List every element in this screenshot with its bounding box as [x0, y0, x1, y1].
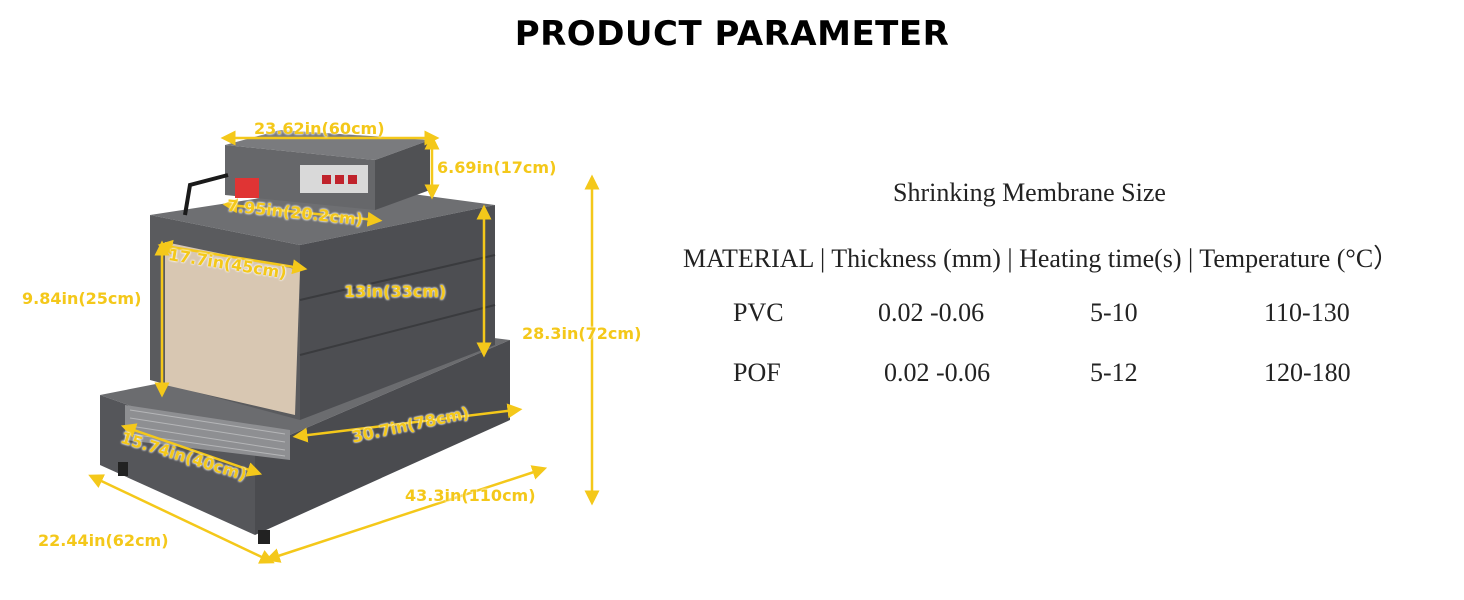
- machine-foot-left: [118, 462, 128, 476]
- power-switch: [235, 178, 259, 198]
- row-pof-heating: 5-12: [1090, 358, 1138, 387]
- dim-total-height: 28.3in(72cm): [522, 324, 642, 343]
- dim-top-width: 23.62in(60cm): [254, 119, 385, 138]
- power-cable: [183, 173, 229, 216]
- machine-body-side: [300, 205, 495, 420]
- row-pvc-temperature: 110-130: [1264, 298, 1350, 327]
- dim-tunnel-height: 9.84in(25cm): [22, 289, 142, 308]
- arrow-conveyor-length: [292, 403, 523, 443]
- control-panel: [300, 165, 368, 193]
- page-title: PRODUCT PARAMETER: [514, 14, 950, 54]
- arrow-total-width: [88, 474, 275, 564]
- arrow-top-depth: [222, 198, 383, 227]
- display-2: [335, 175, 344, 184]
- machine-foot-right: [258, 530, 270, 544]
- specs-header: MATERIAL | Thickness (mm) | Heating time…: [683, 244, 1400, 273]
- dim-body-height: 13in(33cm): [344, 282, 447, 301]
- tunnel-curtain: [165, 242, 300, 415]
- display-1: [322, 175, 331, 184]
- row-pof-thickness: 0.02 -0.06: [884, 358, 991, 387]
- display-3: [348, 175, 357, 184]
- row-pvc-material: PVC: [733, 298, 784, 327]
- arrow-conveyor-width: [120, 423, 263, 477]
- control-box-side: [375, 140, 430, 210]
- row-pvc-thickness: 0.02 -0.06: [878, 298, 985, 327]
- dim-total-length: 43.3in(110cm): [405, 486, 536, 505]
- dim-top-height: 6.69in(17cm): [437, 158, 557, 177]
- machine-illustration: [88, 130, 600, 564]
- dim-total-width: 22.44in(62cm): [38, 531, 169, 550]
- row-pof-material: POF: [733, 358, 781, 387]
- row-pvc-heating: 5-10: [1090, 298, 1138, 327]
- arrow-total-length: [264, 465, 548, 563]
- specs-title: Shrinking Membrane Size: [893, 178, 1166, 207]
- row-pof-temperature: 120-180: [1264, 358, 1351, 387]
- arrow-tunnel-width: [157, 239, 308, 275]
